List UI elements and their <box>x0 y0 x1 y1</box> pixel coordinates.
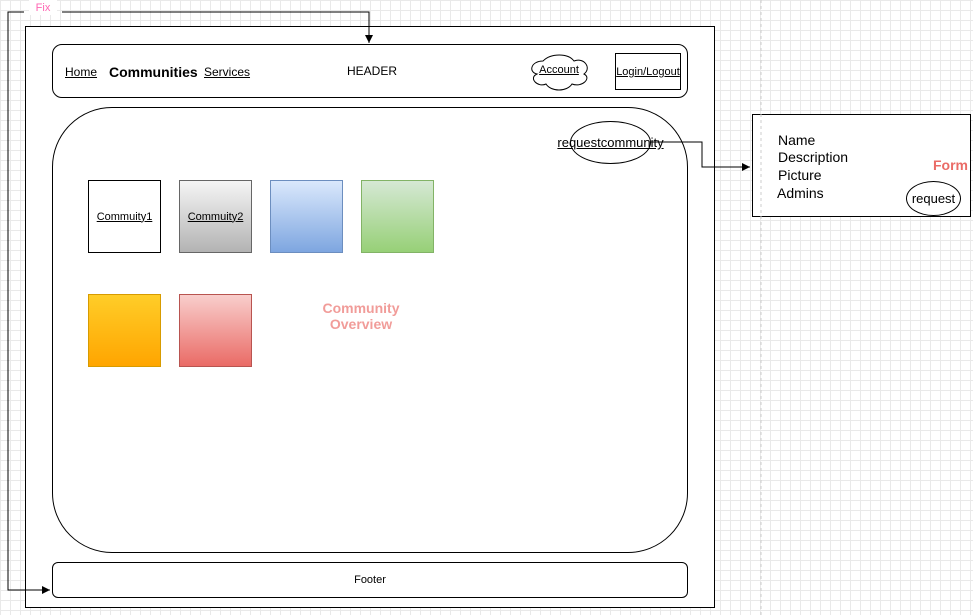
request-community-label-line2: community <box>600 135 664 150</box>
account-cloud-icon[interactable] <box>527 51 593 93</box>
form-field-name: Name <box>778 132 816 148</box>
login-logout-button[interactable]: Login/Logout <box>615 53 681 90</box>
community-tile-5[interactable] <box>88 294 161 367</box>
nav-services-link[interactable]: Services <box>204 65 251 79</box>
community-overview-label-line2: Overview <box>329 316 393 332</box>
nav-brand[interactable]: Communities <box>109 64 198 80</box>
nav-home-link[interactable]: Home <box>65 65 98 79</box>
header-title: HEADER <box>347 64 398 78</box>
form-title: Form <box>933 157 968 173</box>
form-field-description: Description <box>778 149 849 165</box>
community-overview-label: Community Overview <box>300 300 422 332</box>
community-tile-4[interactable] <box>361 180 434 253</box>
community-tile-6[interactable] <box>179 294 252 367</box>
form-field-admins: Admins <box>777 185 824 201</box>
form-field-picture: Picture <box>778 167 822 183</box>
community-tile-3[interactable] <box>270 180 343 253</box>
form-request-button[interactable]: request <box>906 181 961 216</box>
account-link[interactable]: Account <box>539 64 579 76</box>
community-tile-2[interactable]: Commuity2 <box>179 180 252 253</box>
fix-label: Fix <box>29 0 57 15</box>
community-overview-label-line1: Community <box>322 300 400 316</box>
request-community-button[interactable]: request community <box>557 121 664 164</box>
community-tile-1[interactable]: Commuity1 <box>88 180 161 253</box>
footer-bar: Footer <box>52 562 688 598</box>
request-community-label-line1: request <box>557 135 601 150</box>
